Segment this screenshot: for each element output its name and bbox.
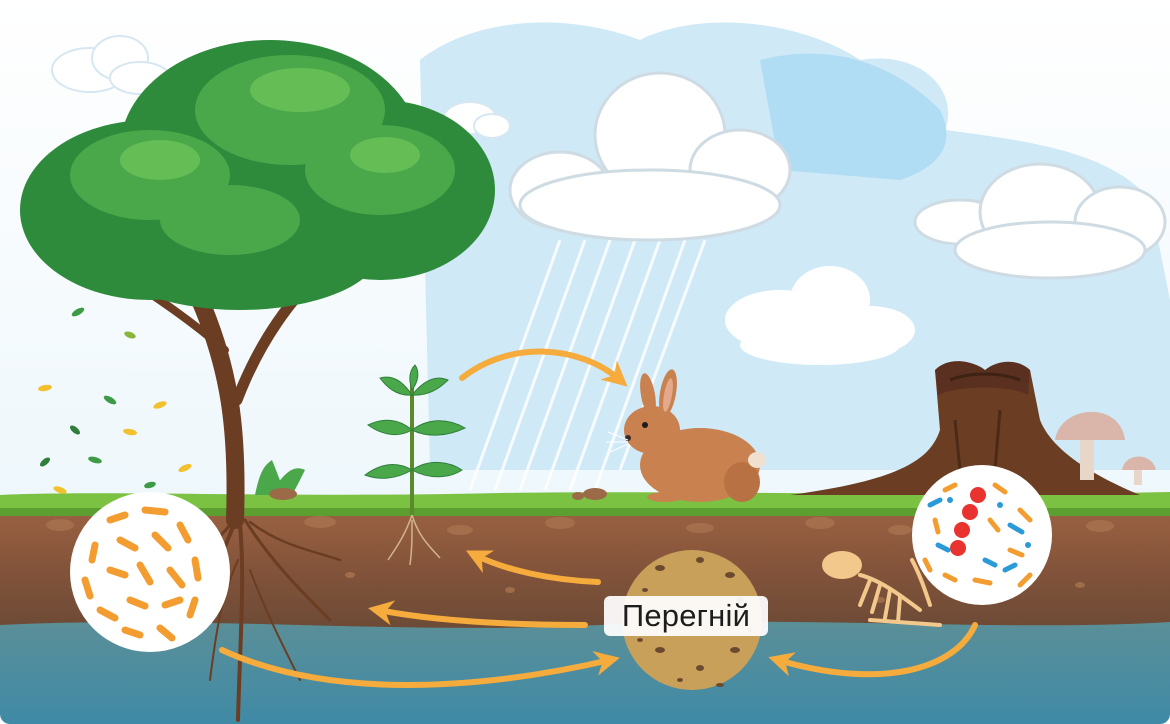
humus-label: Перегній [604, 596, 768, 636]
bacteria-circle-icon [70, 492, 230, 652]
microbes-circle-icon [912, 465, 1052, 605]
